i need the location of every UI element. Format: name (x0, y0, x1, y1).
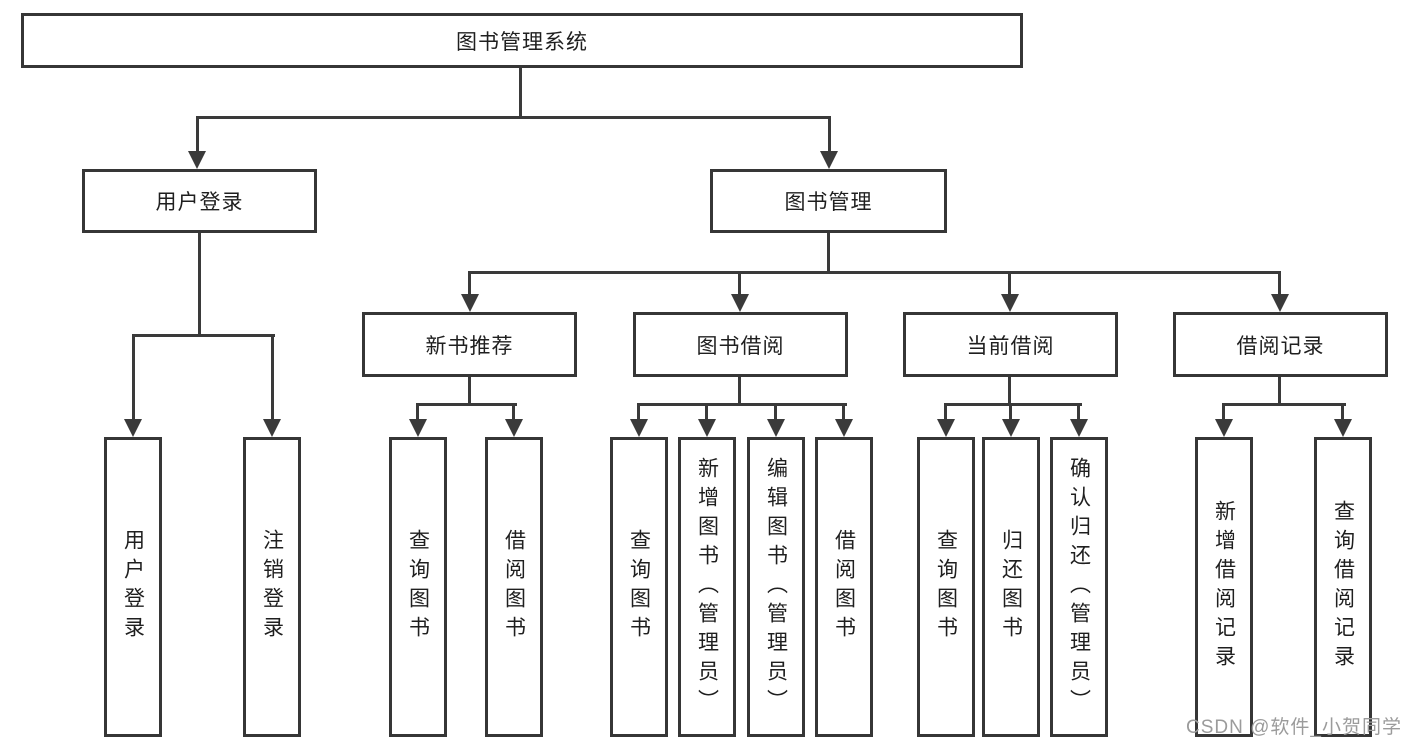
arrow-down-icon (505, 419, 523, 437)
leaf-query-books-borrow: 查询图书 (610, 437, 668, 737)
connector-line (738, 377, 741, 406)
connector-line (944, 403, 1082, 406)
leaf-query-books-current: 查询图书 (917, 437, 975, 737)
leaf-user-login: 用户登录 (104, 437, 162, 737)
connector-line (1077, 403, 1080, 423)
arrow-down-icon (1002, 419, 1020, 437)
connector-line (1222, 403, 1346, 406)
connector-line (196, 116, 199, 153)
connector-line (196, 116, 831, 119)
node-current-borrowing: 当前借阅 (903, 312, 1118, 377)
leaf-add-borrow-record: 新增借阅记录 (1195, 437, 1253, 737)
connector-line (519, 68, 522, 118)
leaf-query-borrow-record: 查询借阅记录 (1314, 437, 1372, 737)
connector-line (198, 233, 201, 336)
arrow-down-icon (820, 151, 838, 169)
connector-line (842, 403, 845, 423)
connector-line (132, 334, 275, 337)
leaf-return-books: 归还图书 (982, 437, 1040, 737)
connector-line (944, 403, 947, 423)
arrow-down-icon (1271, 294, 1289, 312)
arrow-down-icon (461, 294, 479, 312)
arrow-down-icon (698, 419, 716, 437)
arrow-down-icon (1334, 419, 1352, 437)
arrow-down-icon (124, 419, 142, 437)
connector-line (1222, 403, 1225, 423)
connector-line (468, 271, 1281, 274)
arrow-down-icon (188, 151, 206, 169)
arrow-down-icon (1001, 294, 1019, 312)
leaf-add-books-admin: 新增图书（管理员） (678, 437, 736, 737)
connector-line (1009, 403, 1012, 423)
node-library-management-system: 图书管理系统 (21, 13, 1023, 68)
arrow-down-icon (409, 419, 427, 437)
leaf-confirm-return-admin: 确认归还（管理员） (1050, 437, 1108, 737)
connector-line (271, 334, 274, 421)
leaf-borrow-books: 借阅图书 (815, 437, 873, 737)
connector-line (132, 334, 135, 421)
connector-line (468, 377, 471, 406)
arrow-down-icon (263, 419, 281, 437)
leaf-query-books-recommend: 查询图书 (389, 437, 447, 737)
node-book-borrowing: 图书借阅 (633, 312, 848, 377)
connector-line (637, 403, 640, 423)
connector-line (828, 116, 831, 153)
arrow-down-icon (630, 419, 648, 437)
arrow-down-icon (767, 419, 785, 437)
arrow-down-icon (1215, 419, 1233, 437)
leaf-logout: 注销登录 (243, 437, 301, 737)
node-borrowing-records: 借阅记录 (1173, 312, 1388, 377)
connector-line (512, 403, 515, 423)
leaf-edit-books-admin: 编辑图书（管理员） (747, 437, 805, 737)
leaf-borrow-books-recommend: 借阅图书 (485, 437, 543, 737)
node-new-book-recommend: 新书推荐 (362, 312, 577, 377)
connector-line (1341, 403, 1344, 423)
connector-line (774, 403, 777, 423)
connector-line (1278, 271, 1281, 296)
arrow-down-icon (937, 419, 955, 437)
connector-line (1008, 271, 1011, 296)
arrow-down-icon (835, 419, 853, 437)
connector-line (1008, 377, 1011, 406)
node-user-login: 用户登录 (82, 169, 317, 233)
watermark-text: CSDN @软件_小贺同学 (1186, 717, 1402, 738)
arrow-down-icon (1070, 419, 1088, 437)
arrow-down-icon (731, 294, 749, 312)
connector-line (416, 403, 517, 406)
connector-line (416, 403, 419, 423)
connector-line (468, 271, 471, 296)
connector-line (637, 403, 847, 406)
connector-line (1278, 377, 1281, 406)
connector-line (705, 403, 708, 423)
node-book-management: 图书管理 (710, 169, 947, 233)
connector-line (827, 233, 830, 274)
connector-line (738, 271, 741, 296)
